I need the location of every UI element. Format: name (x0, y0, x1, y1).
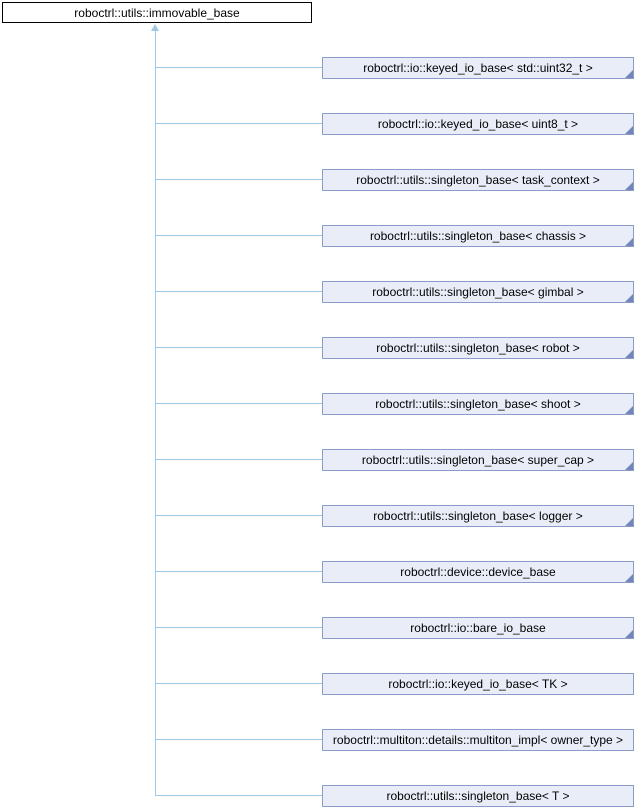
class-name-label: roboctrl::utils::singleton_base< chassis… (369, 229, 587, 243)
derived-class-node[interactable]: roboctrl::io::bare_io_base (322, 617, 634, 639)
inheritance-trunk-line (155, 31, 156, 796)
class-name-label: roboctrl::utils::singleton_base< super_c… (361, 453, 595, 467)
connector-line (155, 795, 322, 796)
derived-class-node[interactable]: roboctrl::device::device_base (322, 561, 634, 583)
connector-line (155, 515, 322, 516)
fold-corner-icon (625, 294, 633, 302)
derived-class-node[interactable]: roboctrl::utils::singleton_base< super_c… (322, 449, 634, 471)
connector-line (155, 739, 322, 740)
inheritance-arrowhead-icon (151, 24, 159, 31)
class-name-label: roboctrl::io::bare_io_base (410, 621, 546, 635)
class-name-label: roboctrl::io::keyed_io_base< std::uint32… (363, 61, 593, 75)
class-name-label: roboctrl::utils::singleton_base< gimbal … (372, 285, 584, 299)
class-name-label: roboctrl::io::keyed_io_base< TK > (388, 677, 568, 691)
base-class-label: roboctrl::utils::immovable_base (74, 5, 240, 20)
class-name-label: roboctrl::multiton::details::multiton_im… (332, 733, 624, 747)
class-name-label: roboctrl::utils::singleton_base< task_co… (356, 173, 600, 187)
class-name-label: roboctrl::utils::singleton_base< logger … (373, 509, 583, 523)
connector-line (155, 179, 322, 180)
class-name-label: roboctrl::utils::singleton_base< T > (386, 789, 570, 803)
derived-class-node[interactable]: roboctrl::utils::singleton_base< robot > (322, 337, 634, 359)
connector-line (155, 627, 322, 628)
derived-class-node[interactable]: roboctrl::utils::singleton_base< logger … (322, 505, 634, 527)
derived-class-node[interactable]: roboctrl::utils::singleton_base< chassis… (322, 225, 634, 247)
connector-line (155, 291, 322, 292)
derived-class-node[interactable]: roboctrl::utils::singleton_base< T > (322, 785, 634, 807)
connector-line (155, 403, 322, 404)
connector-line (155, 67, 322, 68)
derived-class-node[interactable]: roboctrl::io::keyed_io_base< std::uint32… (322, 57, 634, 79)
derived-class-node[interactable]: roboctrl::utils::singleton_base< shoot > (322, 393, 634, 415)
fold-corner-icon (625, 462, 633, 470)
derived-class-node[interactable]: roboctrl::io::keyed_io_base< TK > (322, 673, 634, 695)
derived-class-node[interactable]: roboctrl::utils::singleton_base< gimbal … (322, 281, 634, 303)
connector-line (155, 347, 322, 348)
class-name-label: roboctrl::utils::singleton_base< shoot > (375, 397, 581, 411)
fold-corner-icon (625, 630, 633, 638)
fold-corner-icon (625, 182, 633, 190)
derived-class-node[interactable]: roboctrl::multiton::details::multiton_im… (322, 729, 634, 751)
class-name-label: roboctrl::utils::singleton_base< robot > (376, 341, 580, 355)
fold-corner-icon (625, 518, 633, 526)
connector-line (155, 459, 322, 460)
fold-corner-icon (625, 574, 633, 582)
fold-corner-icon (625, 238, 633, 246)
class-name-label: roboctrl::device::device_base (400, 565, 556, 579)
derived-class-node[interactable]: roboctrl::utils::singleton_base< task_co… (322, 169, 634, 191)
fold-corner-icon (625, 70, 633, 78)
connector-line (155, 571, 322, 572)
connector-line (155, 123, 322, 124)
fold-corner-icon (625, 126, 633, 134)
base-class-node: roboctrl::utils::immovable_base (2, 2, 312, 23)
class-name-label: roboctrl::io::keyed_io_base< uint8_t > (377, 117, 579, 131)
fold-corner-icon (625, 350, 633, 358)
fold-corner-icon (625, 406, 633, 414)
connector-line (155, 683, 322, 684)
connector-line (155, 235, 322, 236)
derived-class-node[interactable]: roboctrl::io::keyed_io_base< uint8_t > (322, 113, 634, 135)
